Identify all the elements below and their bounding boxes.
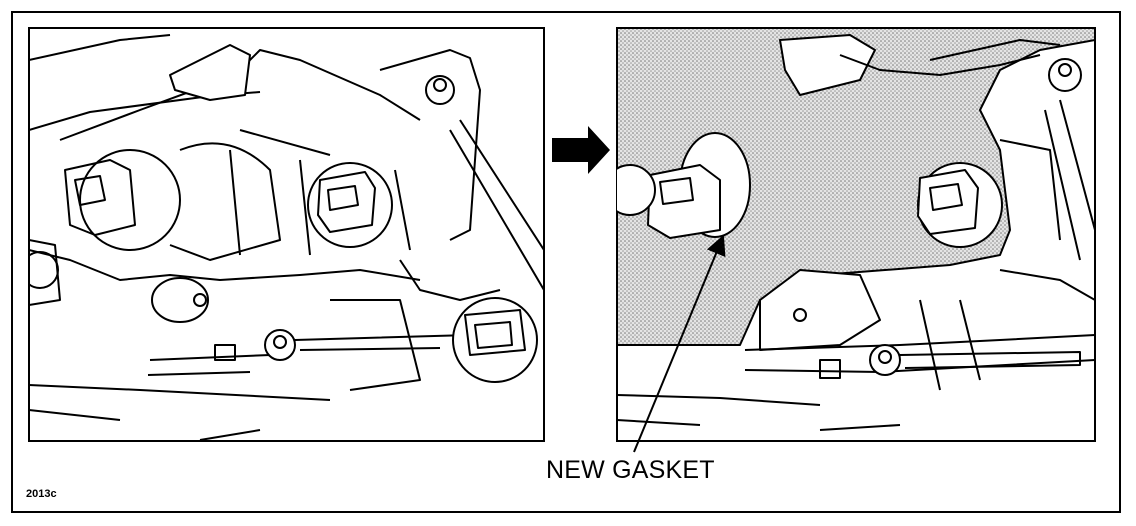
transition-arrow-icon	[552, 126, 610, 174]
new-gasket-label: NEW GASKET	[546, 456, 715, 484]
panel-after	[616, 27, 1096, 453]
callout-leader	[633, 234, 726, 453]
figure-border	[11, 11, 1121, 513]
panel-before	[28, 27, 545, 442]
figure-code: 2013c	[26, 488, 57, 500]
gasket-area	[617, 28, 1095, 346]
